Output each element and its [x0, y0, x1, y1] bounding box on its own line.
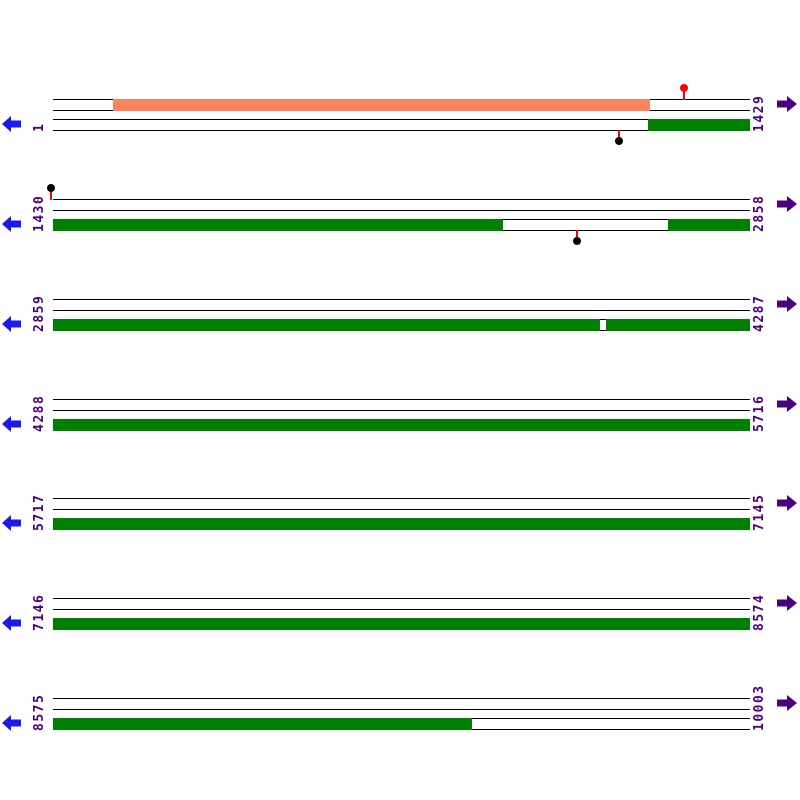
- range-end-label: 7145: [752, 493, 767, 531]
- sequence-row: 1 1429: [0, 79, 800, 167]
- range-end-label: 10003: [752, 684, 767, 731]
- sequence-row: 5717 7145: [0, 478, 800, 566]
- range-end-label: 1429: [752, 94, 767, 132]
- marker-pin-head[interactable]: [614, 137, 623, 145]
- lower-track: [53, 419, 750, 431]
- marker-pin-stem: [683, 92, 685, 100]
- marker-pin-stem: [576, 230, 578, 238]
- left-arrow-icon[interactable]: [2, 316, 22, 332]
- left-arrow-icon[interactable]: [2, 416, 22, 432]
- feature-bar[interactable]: [667, 219, 750, 231]
- sequence-row: 8575 10003: [0, 678, 800, 766]
- lower-track: [53, 319, 750, 331]
- range-start-label: 7146: [32, 593, 47, 631]
- feature-bar[interactable]: [648, 119, 750, 131]
- left-arrow-icon[interactable]: [2, 216, 22, 232]
- left-arrow-icon[interactable]: [2, 116, 22, 132]
- range-end-label: 4287: [752, 294, 767, 332]
- range-start-label: 8575: [32, 693, 47, 731]
- upper-track: [53, 698, 750, 710]
- range-end-label: 5716: [752, 394, 767, 432]
- left-arrow-icon[interactable]: [2, 715, 22, 731]
- range-end-label: 8574: [752, 593, 767, 631]
- right-arrow-icon[interactable]: [777, 695, 797, 711]
- marker-pin-head[interactable]: [46, 184, 55, 192]
- feature-bar[interactable]: [53, 219, 504, 231]
- range-start-label: 1: [32, 122, 47, 132]
- lower-track: [53, 518, 750, 530]
- upper-track: [53, 399, 750, 411]
- lower-track: [53, 219, 750, 245]
- feature-bar[interactable]: [53, 618, 750, 630]
- right-arrow-icon[interactable]: [777, 96, 797, 112]
- feature-bar[interactable]: [53, 419, 750, 431]
- marker-pin-head[interactable]: [573, 237, 582, 245]
- upper-track: [53, 598, 750, 610]
- range-start-label: 1430: [32, 194, 47, 232]
- marker-pin-head[interactable]: [679, 84, 688, 92]
- right-arrow-icon[interactable]: [777, 595, 797, 611]
- feature-bar[interactable]: [605, 319, 750, 331]
- right-arrow-icon[interactable]: [777, 495, 797, 511]
- sequence-row: 2859 4287: [0, 279, 800, 367]
- sequence-row: 1430 2858: [0, 179, 800, 267]
- range-start-label: 4288: [32, 394, 47, 432]
- feature-bar[interactable]: [112, 99, 651, 111]
- feature-bar[interactable]: [53, 319, 601, 331]
- range-start-label: 5717: [32, 493, 47, 531]
- upper-track: [53, 84, 750, 111]
- upper-track: [53, 498, 750, 510]
- marker-pin-stem: [50, 192, 52, 200]
- upper-track: [46, 184, 750, 211]
- left-arrow-icon[interactable]: [2, 615, 22, 631]
- sequence-row: 4288 5716: [0, 379, 800, 467]
- right-arrow-icon[interactable]: [777, 196, 797, 212]
- lower-track: [53, 618, 750, 630]
- lower-track: [53, 718, 750, 730]
- sequence-row: 7146 8574: [0, 578, 800, 666]
- marker-pin-stem: [618, 130, 620, 138]
- range-end-label: 2858: [752, 194, 767, 232]
- upper-track: [53, 299, 750, 311]
- range-start-label: 2859: [32, 294, 47, 332]
- feature-bar[interactable]: [53, 518, 750, 530]
- right-arrow-icon[interactable]: [777, 296, 797, 312]
- right-arrow-icon[interactable]: [777, 396, 797, 412]
- left-arrow-icon[interactable]: [2, 515, 22, 531]
- lower-track: [53, 119, 750, 145]
- feature-bar[interactable]: [53, 718, 472, 730]
